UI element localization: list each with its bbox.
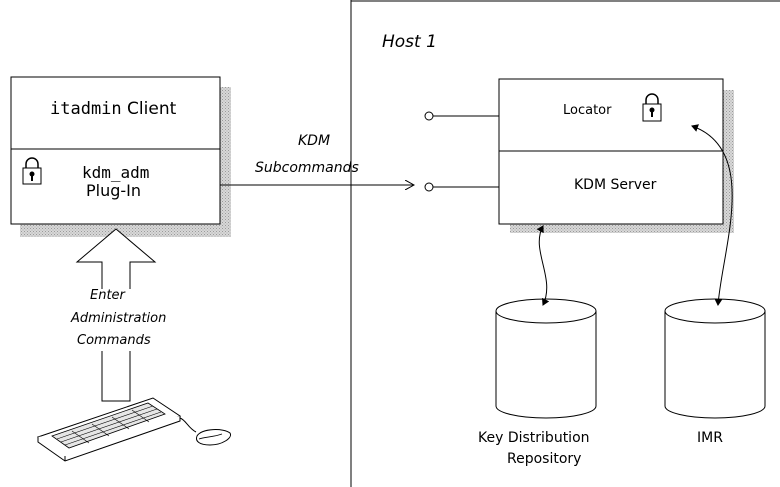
enter-label-line2: Administration bbox=[71, 311, 167, 326]
client-title: itadmin Client bbox=[50, 99, 176, 119]
client-title-command: itadmin bbox=[50, 99, 122, 119]
keyboard-icon bbox=[36, 397, 197, 462]
enter-label-line3: Commands bbox=[77, 333, 151, 348]
database-icon bbox=[495, 298, 597, 419]
enter-label-backdrop bbox=[79, 289, 153, 351]
lock-icon bbox=[22, 157, 42, 185]
plugin-name: kdm_adm bbox=[82, 163, 150, 182]
client-box bbox=[10, 76, 221, 225]
plugin-label: Plug-In bbox=[86, 181, 142, 200]
server-kdr-connector bbox=[536, 225, 550, 306]
kdm-server-label: KDM Server bbox=[574, 177, 657, 193]
locator-label: Locator bbox=[563, 103, 612, 118]
kdr-label-line2: Repository bbox=[507, 451, 582, 467]
lock-icon bbox=[642, 93, 662, 122]
enter-label-line1: Enter bbox=[90, 288, 125, 303]
link-label-line2: Subcommands bbox=[255, 160, 359, 176]
locator-endpoint bbox=[424, 111, 499, 121]
link-label-line1: KDM bbox=[298, 133, 331, 149]
client-title-text: Client bbox=[121, 99, 177, 119]
kdr-label-line1: Key Distribution bbox=[478, 430, 590, 446]
mouse-icon bbox=[196, 429, 231, 446]
database-icon bbox=[664, 298, 766, 419]
host-label: Host 1 bbox=[382, 32, 437, 52]
imr-label: IMR bbox=[697, 430, 723, 446]
host-boundary bbox=[350, 0, 780, 487]
kdm-server-endpoint bbox=[424, 182, 499, 192]
locator-imr-connector bbox=[691, 124, 733, 306]
